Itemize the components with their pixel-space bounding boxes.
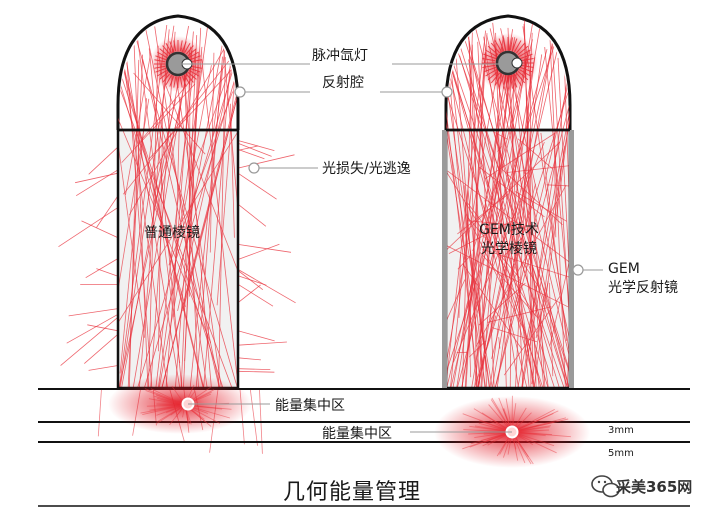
marker-light-loss xyxy=(249,163,259,173)
escaping-ray xyxy=(89,366,118,371)
label-normal-prism: 普通棱镜 xyxy=(144,222,200,242)
escaping-ray xyxy=(238,204,266,226)
label-depth-3mm: 3mm xyxy=(608,425,634,436)
label-gem-prism-line2: 光学棱镜 xyxy=(466,240,552,259)
label-gem-prism-line1: GEM技术 xyxy=(466,221,552,240)
escaping-ray xyxy=(89,147,118,174)
escaping-ray xyxy=(238,284,273,306)
escaping-ray xyxy=(238,269,296,302)
escaping-ray xyxy=(75,173,118,183)
escaping-ray xyxy=(84,334,118,363)
label-gem-prism: GEM技术 光学棱镜 xyxy=(466,221,552,259)
label-gem-mirror: GEM 光学反射镜 xyxy=(608,260,678,298)
escaping-ray xyxy=(238,369,270,370)
gem-mirror-right xyxy=(569,130,574,390)
escaping-ray xyxy=(69,309,118,316)
label-pulse-xenon-lamp: 脉冲氙灯 xyxy=(312,45,368,65)
watermark-text: 采美365网 xyxy=(616,476,692,497)
escaping-ray xyxy=(238,149,264,158)
escaping-ray xyxy=(238,173,277,199)
marker-reflector-left xyxy=(235,87,245,97)
light-ray xyxy=(249,32,250,420)
label-light-loss: 光损失/光逃逸 xyxy=(322,158,411,178)
light-ray xyxy=(102,22,106,420)
escaping-ray xyxy=(76,170,118,196)
label-energy-focus-gem: 能量集中区 xyxy=(322,423,392,443)
wechat-icon xyxy=(592,476,619,497)
label-gem-mirror-line1: GEM xyxy=(608,260,678,279)
light-ray xyxy=(103,38,108,420)
escaping-ray xyxy=(238,331,275,341)
escaping-ray xyxy=(238,371,274,372)
escaping-ray xyxy=(238,244,291,252)
transmitted-ray xyxy=(98,390,101,436)
label-energy-focus-normal: 能量集中区 xyxy=(275,395,345,415)
light-ray xyxy=(575,55,580,420)
escaping-ray xyxy=(82,221,119,238)
marker-reflector-right xyxy=(442,87,452,97)
diagram-title: 几何能量管理 xyxy=(283,474,421,506)
escaping-ray xyxy=(238,155,295,168)
transmitted-ray xyxy=(250,390,257,446)
watermark: 采美365网 xyxy=(616,476,692,497)
gem-mirror-left xyxy=(442,130,447,390)
lamp-core-right xyxy=(512,58,522,68)
marker-gem-mirror xyxy=(573,265,583,275)
light-ray xyxy=(249,22,252,420)
escaping-ray xyxy=(238,358,261,360)
escaping-ray xyxy=(59,207,119,246)
label-reflector-cavity: 反射腔 xyxy=(322,72,364,92)
escaping-ray xyxy=(238,285,261,303)
escaping-ray xyxy=(238,342,287,345)
escaping-ray xyxy=(97,196,119,228)
label-depth-5mm: 5mm xyxy=(608,448,634,459)
escaping-ray xyxy=(238,244,279,259)
label-gem-mirror-line2: 光学反射镜 xyxy=(608,279,678,298)
